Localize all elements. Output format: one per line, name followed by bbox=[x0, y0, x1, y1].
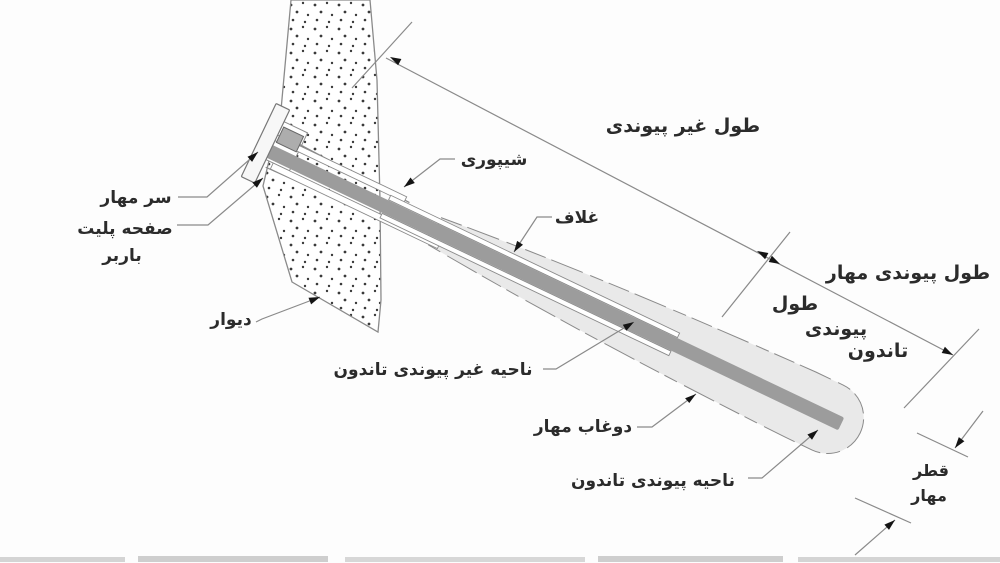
label-anchor-diameter-line2: مهار bbox=[910, 486, 947, 505]
leader-anchor-head bbox=[178, 151, 259, 198]
leader-sheath bbox=[513, 216, 552, 253]
diameter-arrowhead-upper bbox=[955, 437, 965, 448]
leader-arrowhead-tendon-bonded-zone bbox=[807, 430, 818, 440]
sheath-tube-upper bbox=[388, 194, 681, 339]
leader-wall bbox=[255, 296, 321, 323]
label-tendon-bond-length-line1: طول bbox=[772, 293, 818, 315]
label-tendon-unbonded-zone: ناحیه غیر پیوندی تاندون bbox=[334, 360, 533, 380]
labels: سر مهار صفحه پلیت باربر دیوار شیپوری غلا… bbox=[77, 115, 990, 505]
anchor-head-block bbox=[275, 126, 305, 153]
dimension-lines bbox=[351, 21, 984, 556]
diameter-side-line-lower bbox=[854, 497, 912, 524]
leader-tendon-unbonded-zone bbox=[543, 321, 635, 370]
diameter-arrowhead-lower bbox=[884, 520, 895, 530]
label-bearing-plate-line1: صفحه پلیت bbox=[77, 219, 172, 239]
tendon-bar bbox=[256, 140, 844, 430]
label-anchor-diameter-line1: قطر bbox=[912, 461, 949, 480]
leader-bearing-plate bbox=[177, 177, 264, 226]
label-unbonded-length: طول غیر پیوندی bbox=[606, 115, 760, 137]
label-anchor-head: سر مهار bbox=[99, 188, 171, 208]
dim-arrowhead-start bbox=[390, 57, 402, 66]
label-trumpet: شیپوری bbox=[461, 150, 528, 170]
label-anchor-grout: دوغاب مهار bbox=[533, 417, 632, 437]
leader-arrowhead-tendon-unbonded-zone bbox=[622, 322, 634, 331]
dimension-tick-start bbox=[351, 21, 413, 89]
dim-arrowhead-junction-right bbox=[768, 255, 780, 264]
leader-arrowhead-wall bbox=[308, 297, 320, 305]
dimension-tick-junction bbox=[721, 231, 791, 318]
dimension-line-main bbox=[385, 57, 954, 356]
label-tendon-bond-length-line3: تاندون bbox=[848, 340, 908, 362]
label-tendon-bond-length-line2: پیوندی bbox=[805, 318, 867, 340]
leader-arrowhead-anchor-head bbox=[247, 152, 258, 162]
dimension-tick-end bbox=[903, 328, 980, 409]
anchor-assembly bbox=[240, 103, 865, 455]
scan-artifact-strip bbox=[0, 556, 1000, 562]
bearing-plate-bar bbox=[240, 103, 290, 184]
leader-arrowhead-trumpet bbox=[404, 177, 415, 187]
leader-arrowhead-bearing-plate bbox=[252, 178, 263, 188]
label-wall: دیوار bbox=[209, 310, 252, 330]
label-anchor-bond-length: طول پیوندی مهار bbox=[825, 262, 990, 284]
label-bearing-plate-line2: باربر bbox=[101, 246, 142, 266]
dim-arrowhead-end bbox=[941, 346, 953, 355]
leader-tendon-bonded-zone bbox=[748, 429, 819, 479]
sheath-tube-lower bbox=[379, 212, 672, 357]
leader-lines bbox=[177, 151, 819, 479]
label-tendon-bonded-zone: ناحیه پیوندی تاندون bbox=[571, 471, 735, 491]
label-sheath: غلاف bbox=[555, 208, 599, 228]
leader-arrowhead-sheath bbox=[514, 240, 523, 252]
leader-arrowhead-anchor-grout bbox=[685, 394, 696, 403]
leader-anchor-grout bbox=[637, 393, 697, 428]
leader-trumpet bbox=[403, 158, 455, 188]
diameter-side-line-upper bbox=[916, 432, 969, 458]
dim-arrowhead-junction-left bbox=[757, 251, 769, 260]
